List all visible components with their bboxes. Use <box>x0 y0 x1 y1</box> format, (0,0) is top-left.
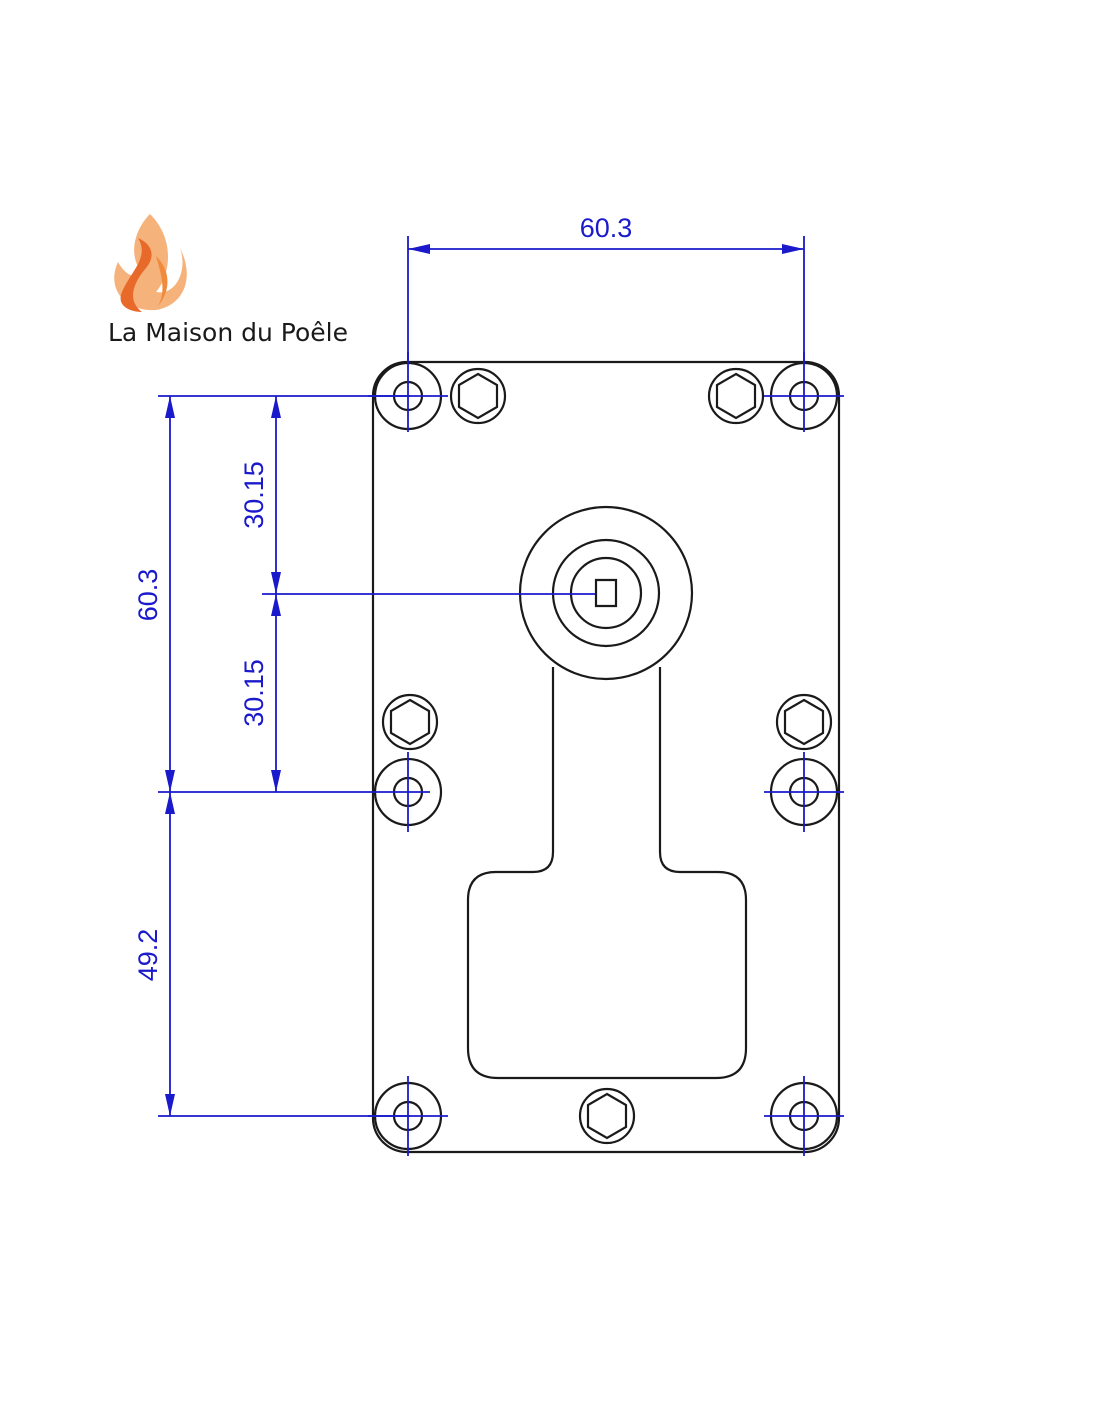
brand-name: La Maison du Poêle <box>108 318 348 347</box>
hex-screw <box>449 367 507 425</box>
dim-bottom-height: 49.2 <box>133 929 163 982</box>
dim-top-width: 60.3 <box>580 213 633 243</box>
dimension-lines <box>158 236 844 1156</box>
output-shaft <box>466 505 748 1080</box>
brand-logo: La Maison du Poêle <box>108 214 348 347</box>
hex-screw <box>707 367 765 425</box>
dim-left-height: 60.3 <box>133 569 163 622</box>
flame-icon <box>114 214 187 312</box>
hex-screw <box>578 1087 636 1145</box>
dim-upper-half: 30.15 <box>239 461 269 529</box>
hex-screw <box>775 693 833 751</box>
hex-screw <box>381 693 439 751</box>
plate-outline <box>371 360 841 1154</box>
dim-lower-half: 30.15 <box>239 659 269 727</box>
